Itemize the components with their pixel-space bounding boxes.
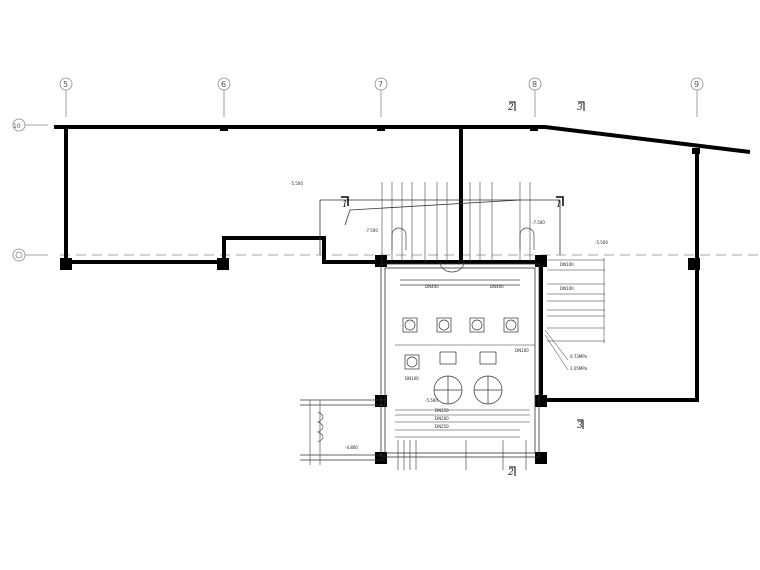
pressure-tanks: [433, 351, 503, 405]
axis-label-8: 8: [532, 80, 537, 89]
elevation-label: -7.500: [532, 220, 545, 225]
elevation-label: -5.500: [290, 181, 303, 186]
pipe-label-table: [544, 258, 605, 371]
distribution-pipes: [395, 344, 535, 470]
equipment-room-outline: [300, 199, 561, 461]
pipe-size-label: DN400: [425, 284, 439, 289]
pipe-size-label: DN250: [435, 424, 449, 429]
walls: [54, 125, 751, 402]
pipe-size-label: DN200: [435, 416, 449, 421]
elevation-label: -5.500: [595, 240, 608, 245]
section-marker-3a: 3: [577, 101, 585, 113]
elevation-labels: -5.500 -7.500 -7.500 -5.500 -5.500 -4.80…: [290, 181, 608, 450]
svg-text:3: 3: [577, 103, 583, 113]
svg-text:1: 1: [556, 200, 562, 210]
axis-label-5: 5: [63, 80, 68, 89]
vertical-axis-labels: 5 6 7 8 9: [63, 80, 699, 89]
horizontal-axis-markers: [12, 118, 48, 262]
section-markers: 1 1 2 2 3 3: [341, 101, 585, 478]
axis-label-6: 6: [221, 80, 226, 89]
pipe-size-labels: DN400 DN400 DN100 DN100 DN150 DN200 DN25…: [405, 262, 588, 429]
pressure-label: 1.05MPa: [570, 366, 588, 371]
section-marker-1b: 1: [556, 196, 564, 210]
corridor: [309, 400, 324, 465]
pipe-size-label: DN100: [515, 348, 529, 353]
section-marker-3b: 3: [577, 419, 584, 431]
pressure-label: 0.73MPa: [570, 354, 588, 359]
elevation-label: -7.500: [365, 228, 378, 233]
pipe-size-label: DN100: [560, 262, 574, 267]
axis-label-10: 10: [13, 123, 21, 130]
svg-text:2: 2: [507, 468, 514, 478]
svg-text:2: 2: [507, 103, 514, 113]
riser-pipes: [381, 182, 531, 262]
svg-text:1: 1: [342, 200, 348, 210]
pipe-size-label: DN100: [405, 376, 419, 381]
elevation-label: -4.800: [345, 445, 358, 450]
axis-label-9: 9: [694, 80, 699, 89]
pipe-size-label: DN400: [490, 284, 504, 289]
pipe-size-label: DN150: [435, 408, 449, 413]
pipe-size-label: DN100: [560, 286, 574, 291]
section-marker-2b: 2: [507, 466, 516, 478]
section-marker-2a: 2: [507, 101, 516, 113]
elevation-label: -5.500: [425, 398, 438, 403]
vertical-axis-markers: [59, 77, 704, 117]
pipe-loops: [391, 227, 535, 286]
section-marker-1a: 1: [341, 196, 349, 210]
pumps: [402, 317, 519, 370]
svg-text:3: 3: [577, 421, 583, 431]
axis-label-7: 7: [378, 80, 383, 89]
